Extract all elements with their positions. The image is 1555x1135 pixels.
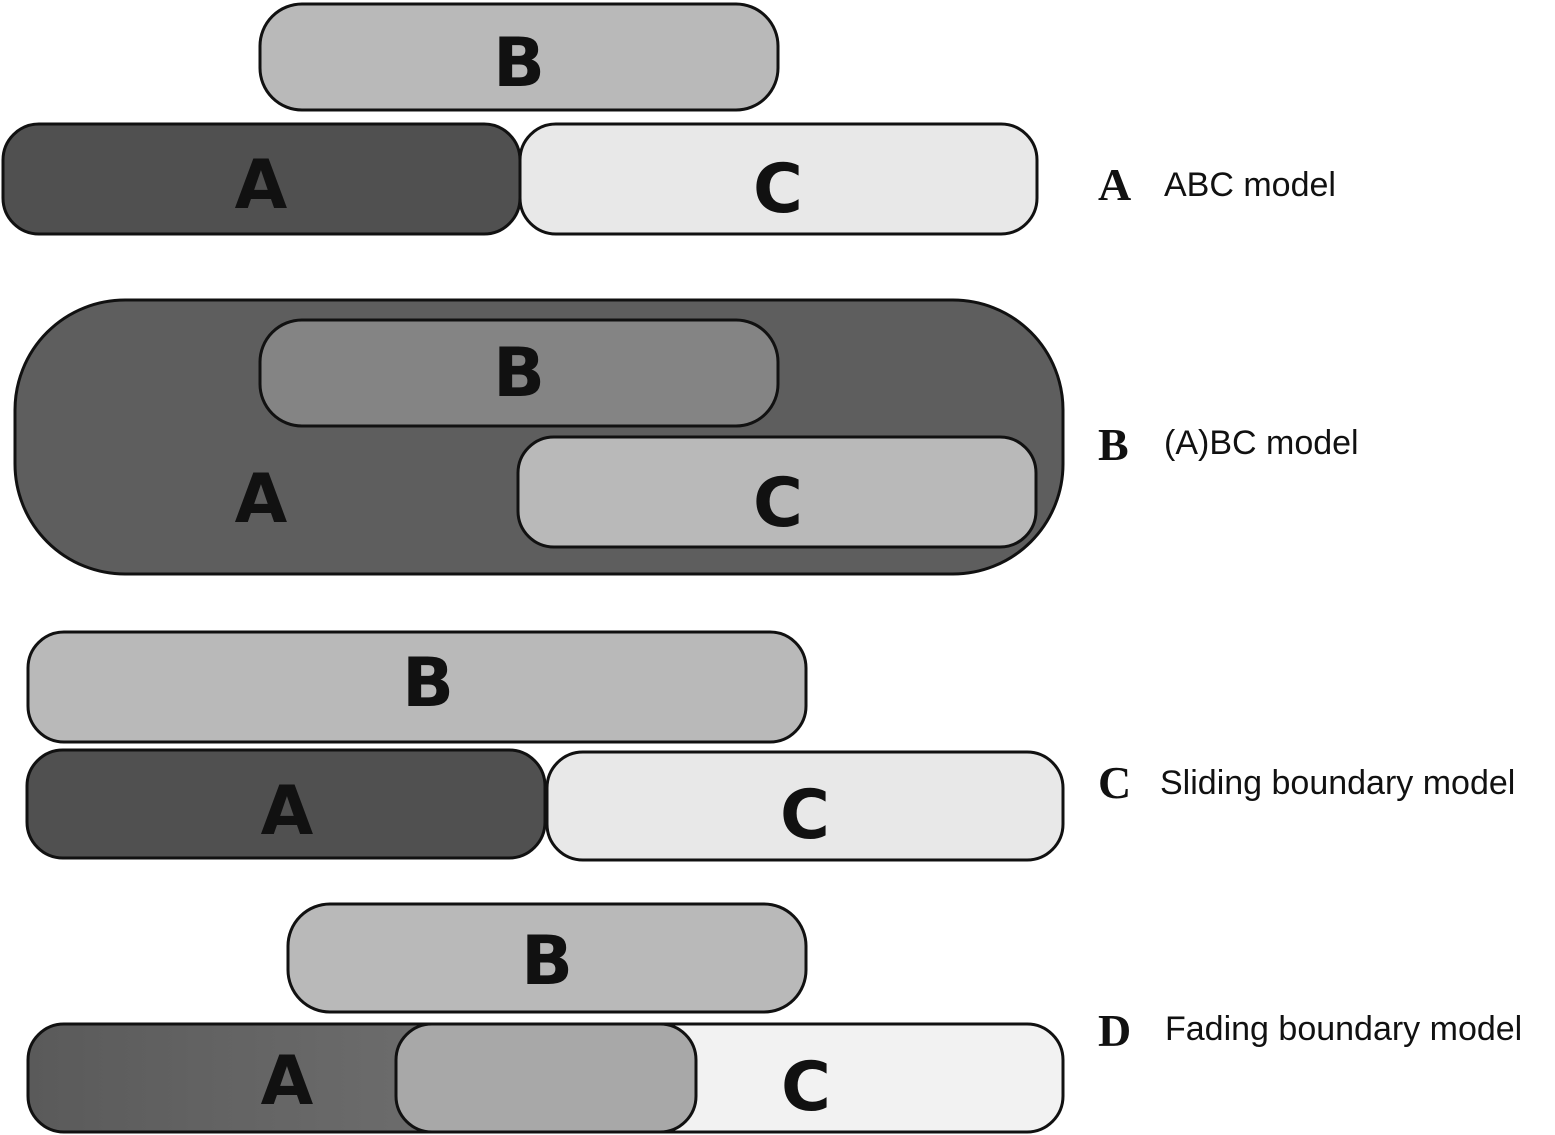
box-a: [25, 748, 547, 860]
box-c: [516, 435, 1038, 549]
box-b-label: B: [493, 24, 545, 103]
box-c-label: C: [780, 776, 830, 855]
panel-caption: Fading boundary model: [1165, 1010, 1522, 1048]
box-b-label: B: [521, 922, 573, 1001]
box-c: [518, 122, 1039, 236]
box-c-label: C: [753, 150, 803, 229]
panel-letter: A: [1098, 159, 1131, 210]
box-overlap: [394, 1022, 698, 1134]
box-b-label: B: [493, 334, 545, 413]
box-a-label: A: [235, 460, 288, 539]
box-b: [258, 318, 780, 428]
panel-fading-boundary-model: B A C D Fading boundary model: [26, 902, 1522, 1134]
panel-letter: C: [1098, 757, 1131, 808]
box-b: [258, 2, 780, 112]
panel-abc-model: B A C A ABC model: [1, 2, 1336, 236]
box-c-label: C: [753, 464, 803, 543]
panel-letter: D: [1098, 1005, 1131, 1056]
panel-caption: Sliding boundary model: [1160, 764, 1515, 802]
panel-caption: ABC model: [1164, 166, 1336, 204]
box-a-label: A: [235, 146, 288, 225]
box-b-label: B: [402, 644, 454, 723]
box-b: [286, 902, 808, 1014]
panel-caption: (A)BC model: [1164, 424, 1359, 462]
box-a-label: A: [261, 772, 314, 851]
panel-sliding-boundary-model: B A C C Sliding boundary model: [25, 630, 1515, 862]
box-b: [26, 630, 808, 744]
box-a-label: A: [261, 1042, 314, 1121]
box-c-label: C: [781, 1048, 831, 1127]
box-c: [545, 750, 1065, 862]
panel-letter: B: [1098, 419, 1129, 470]
panel-abc-variant-model: B A C B (A)BC model: [13, 298, 1359, 576]
